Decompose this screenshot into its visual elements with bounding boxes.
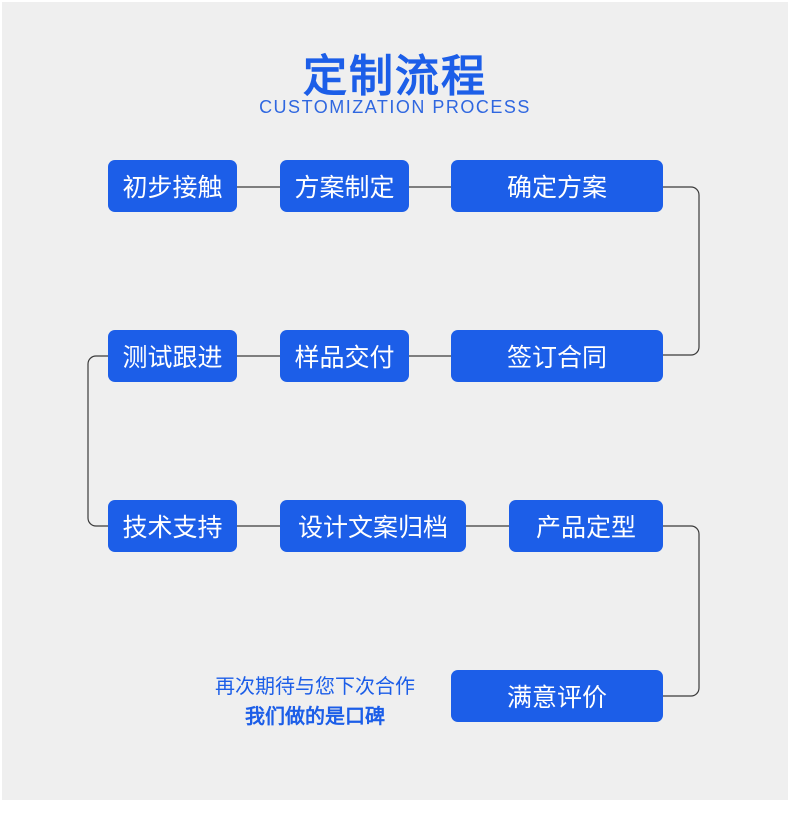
step-label: 签订合同	[506, 343, 607, 372]
page-title: 定制流程	[303, 51, 487, 102]
step-test-followup: 测试跟进	[108, 330, 237, 382]
step-label: 产品定型	[535, 513, 636, 542]
step-tech-support: 技术支持	[108, 500, 237, 552]
step-label: 技术支持	[122, 513, 223, 542]
step-label: 样品交付	[294, 343, 395, 372]
step-initial-contact: 初步接触	[108, 160, 237, 212]
step-label: 初步接触	[122, 173, 223, 202]
step-design-archive: 设计文案归档	[280, 500, 466, 552]
connector-6-7	[87, 355, 108, 527]
step-label: 满意评价	[506, 683, 607, 712]
connector-9-10	[663, 525, 700, 697]
footer-slogan: 我们做的是口碑	[245, 704, 385, 728]
step-sample-delivery: 样品交付	[280, 330, 409, 382]
step-label: 测试跟进	[122, 343, 223, 372]
step-product-finalize: 产品定型	[509, 500, 663, 552]
page-subtitle: CUSTOMIZATION PROCESS	[259, 97, 531, 117]
step-satisfaction-review: 满意评价	[451, 670, 663, 722]
step-label: 设计文案归档	[297, 513, 448, 542]
footer-tagline: 再次期待与您下次合作	[215, 674, 415, 698]
connector-3-4	[663, 186, 700, 356]
step-label: 方案制定	[294, 173, 395, 202]
step-plan-design: 方案制定	[280, 160, 409, 212]
background-panel	[2, 2, 788, 800]
step-sign-contract: 签订合同	[451, 330, 663, 382]
step-confirm-plan: 确定方案	[451, 160, 663, 212]
step-label: 确定方案	[506, 173, 607, 202]
